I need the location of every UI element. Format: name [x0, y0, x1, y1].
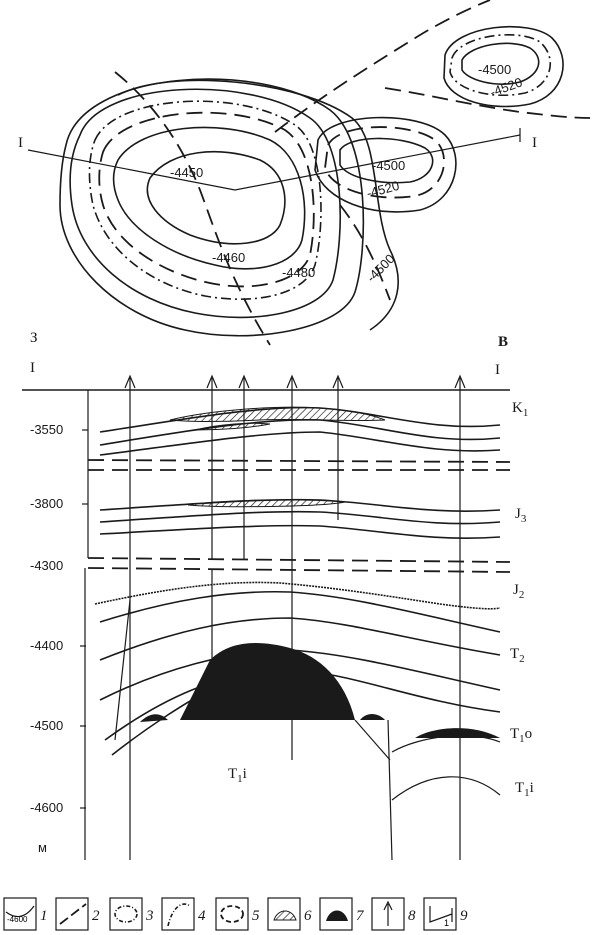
- legend-swatch-gas: [319, 897, 353, 931]
- map-contour-label: -4480: [282, 265, 315, 280]
- legend-item-number: 4: [198, 908, 206, 924]
- oil-pool-t1-main: [180, 643, 355, 720]
- section-profile-left: I: [30, 360, 35, 376]
- map-profile-end-right: I: [532, 135, 537, 151]
- oil-pool-k1: [169, 406, 386, 422]
- oil-pool-j3: [187, 499, 346, 508]
- legend-item-number: 8: [408, 908, 416, 924]
- section-lower-block: [87, 567, 511, 861]
- legend-swatch-contour: [3, 897, 37, 931]
- strat-t2: T2: [510, 646, 525, 665]
- legend-item-number: 6: [304, 908, 312, 924]
- map-fault-3: [114, 71, 271, 346]
- legend-item-number: 2: [92, 908, 100, 924]
- map-contour-4460: [112, 126, 306, 270]
- oil-pool-t1-edge-right: [360, 714, 385, 720]
- legend-swatch-profile-line: [423, 897, 457, 931]
- strat-t1i-center: T1i: [228, 766, 247, 785]
- structure-map: I I -4450 -4460 -4480 -4500 -4500 -4520 …: [18, 0, 591, 346]
- depth-tick-label: -4500: [30, 718, 63, 733]
- depth-tick-label: -4600: [30, 800, 63, 815]
- map-contour-4480-dashed: [98, 111, 315, 288]
- section-j3-block: [87, 469, 511, 563]
- map-dome-east-outer: [314, 116, 457, 213]
- legend-swatch-fault: [55, 897, 89, 931]
- legend-swatch-text: -4600: [7, 915, 28, 924]
- map-profile-end-left: I: [18, 135, 23, 151]
- map-dome-ne-dashdot: [449, 34, 551, 97]
- well-arrow: [124, 374, 136, 389]
- legend-item-number: 9: [460, 908, 468, 924]
- well-arrow: [286, 374, 298, 389]
- oil-pool-t1-edge-left: [140, 714, 168, 722]
- map-fault-2: [384, 87, 591, 119]
- map-contour-4500: [69, 88, 342, 319]
- well-arrow: [454, 374, 466, 389]
- well-arrow: [238, 374, 250, 389]
- map-contour-label: -4500: [372, 158, 405, 173]
- map-dome-ne-inner: [461, 42, 540, 85]
- section-direction-west: З: [30, 330, 38, 346]
- map-profile-line: [27, 134, 521, 191]
- map-fault-4: [339, 204, 391, 301]
- legend-swatch-contour-open: [161, 897, 195, 931]
- section-direction-east: В: [498, 334, 508, 350]
- depth-unit: м: [38, 840, 47, 855]
- section-profile-right: I: [495, 362, 500, 378]
- map-dome-ne-outer: [443, 25, 564, 108]
- strat-t1i-right: T1i: [515, 780, 534, 799]
- strat-j2: J2: [513, 582, 524, 601]
- oil-pool-t1o: [415, 728, 500, 738]
- map-contour-4450: [146, 150, 286, 245]
- map-dome-east-inner: [339, 137, 434, 184]
- legend-item-number: 1: [40, 908, 48, 924]
- legend-item-number: 3: [145, 908, 154, 924]
- well-arrow: [332, 374, 344, 389]
- map-fault-1: [274, 0, 491, 133]
- strat-k1: K1: [512, 400, 528, 419]
- depth-tick-label: -3550: [30, 422, 63, 437]
- geological-section: З В I I -3550 -3800 -4300 -4400 -4500 -4…: [22, 330, 534, 861]
- legend-swatch-contour-dashdot: [109, 897, 143, 931]
- legend-swatch-well: [371, 897, 405, 931]
- legend: -4600 1 2 3 4 5 6 7 8 1 9: [3, 897, 468, 931]
- depth-tick-label: -3800: [30, 496, 63, 511]
- well-arrow: [206, 374, 218, 389]
- map-contour-label: -4500: [478, 62, 511, 77]
- section-k1-block: [87, 406, 511, 463]
- map-contour-outer-2: [117, 79, 399, 331]
- map-contour-dashdot-1: [88, 100, 322, 300]
- legend-swatch-oil: [267, 897, 301, 931]
- legend-item-number: 5: [252, 908, 260, 924]
- map-dome-east-dashed: [324, 126, 445, 199]
- strat-t1o: T1o: [510, 726, 532, 745]
- map-contour-outer: [59, 78, 365, 337]
- legend-swatch-text: 1: [444, 918, 449, 928]
- legend-item-number: 7: [356, 908, 365, 924]
- depth-tick-label: -4400: [30, 638, 63, 653]
- legend-swatch-contour-dashed: [215, 897, 249, 931]
- oil-pool-k1-lower: [194, 422, 271, 431]
- map-contour-label: -4460: [212, 250, 245, 265]
- map-contour-label: -4450: [170, 165, 203, 180]
- strat-j3: J3: [515, 506, 527, 525]
- depth-tick-label: -4300: [30, 558, 63, 573]
